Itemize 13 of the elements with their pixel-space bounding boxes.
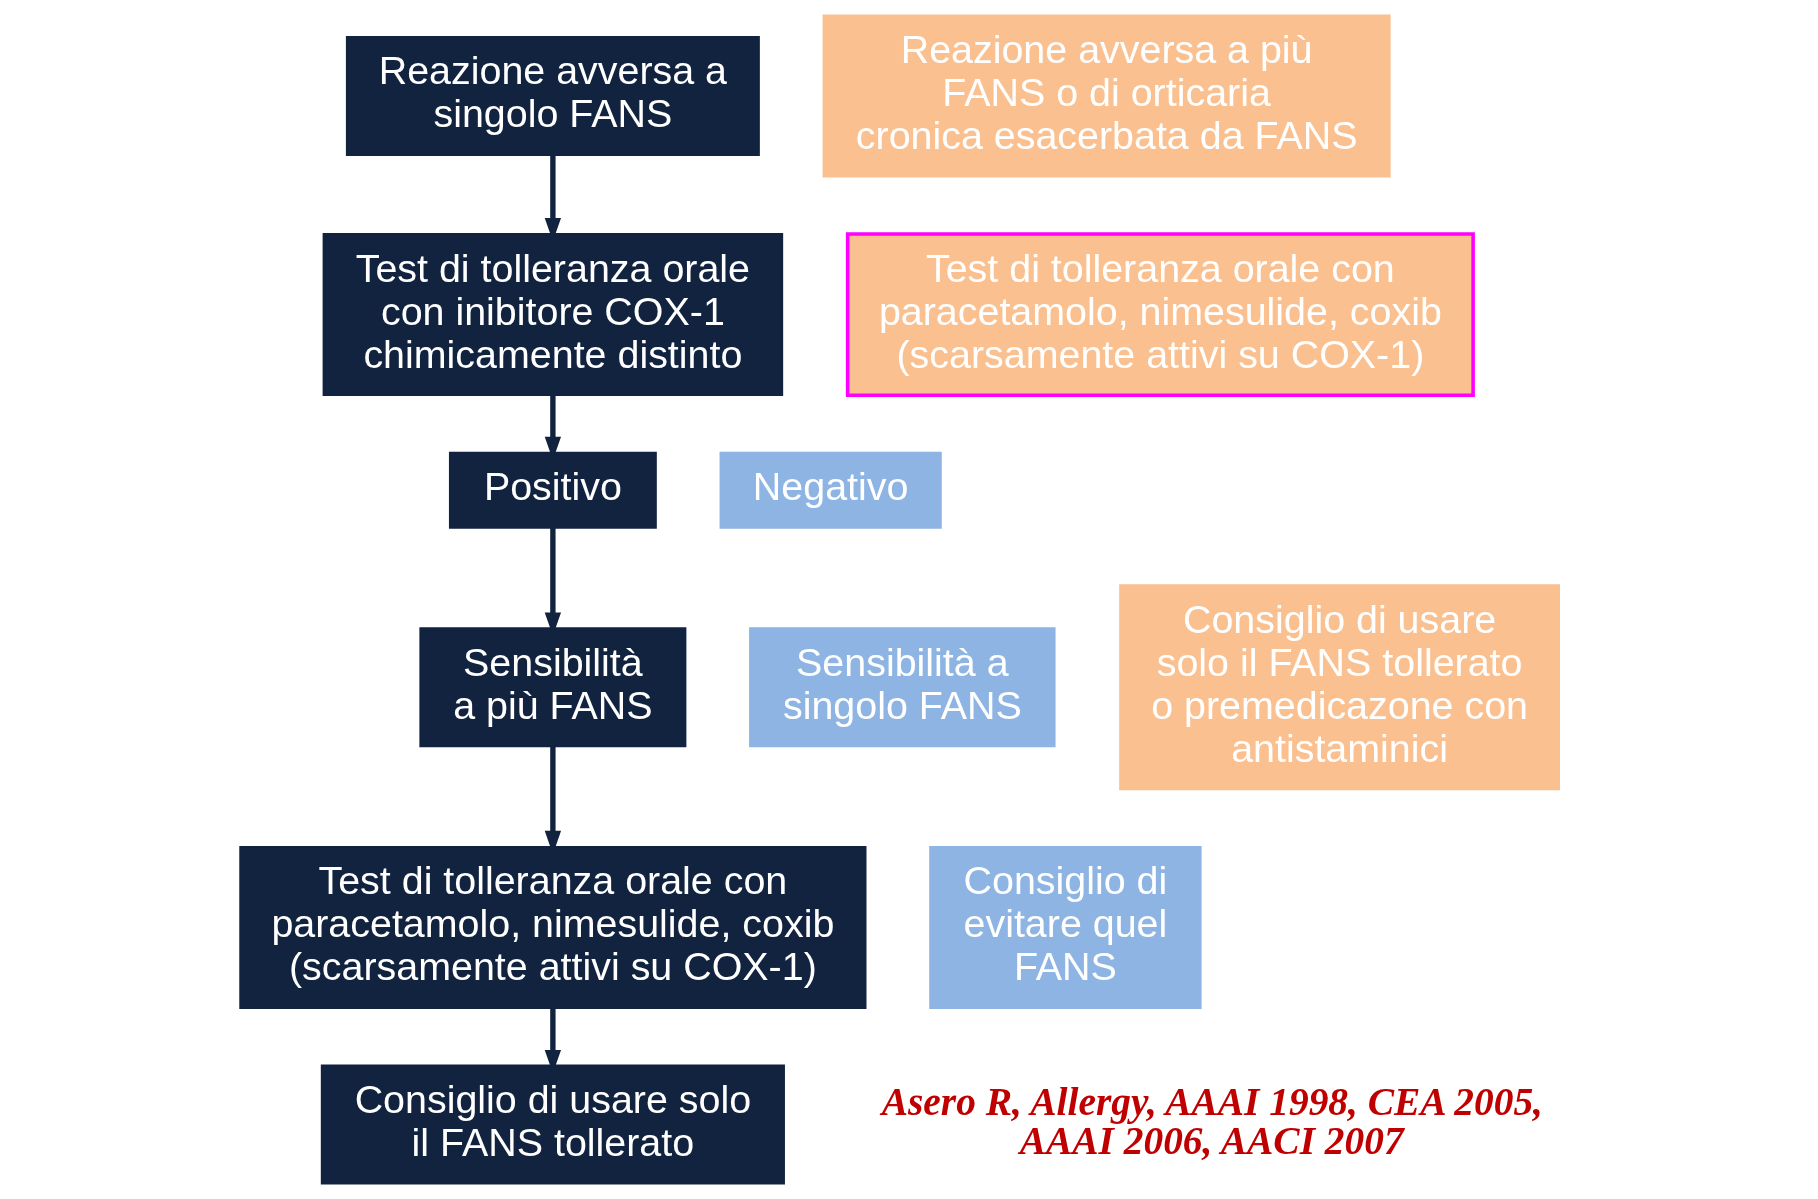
- node-box: Sensibilità a più FANS: [418, 627, 686, 748]
- node-box: Positivo: [448, 451, 657, 529]
- node-box: Consiglio di evitare quel FANS: [928, 845, 1202, 1009]
- label: Asero R, Allergy, AAAI 1998, CEA 2005, AAAI 2006, AACI 2007: [881, 1079, 1543, 1164]
- node-box: Test di tolleranza orale con inibitore COX-1 chimicamente distinto: [322, 233, 783, 397]
- node-box: Negativo: [719, 451, 942, 529]
- node-box: Sensibilità a singolo FANS: [748, 627, 1056, 748]
- node-box: Reazione avversa a singolo FANS: [345, 35, 760, 156]
- node-box: Reazione avversa a più FANS o di orticaria cronica esacerbata da FANS: [822, 14, 1391, 178]
- node-box: Test di tolleranza orale con paracetamolo, nimesulide, coxib (scarsamente attivi su COX-1): [845, 232, 1475, 397]
- node-box: Consiglio di usare solo il FANS tollerato: [320, 1064, 785, 1185]
- node-box: Consiglio di usare solo il FANS tollerato o premedicazone con antistaminici: [1118, 584, 1560, 791]
- node-box: Test di tolleranza orale con paracetamolo, nimesulide, coxib (scarsamente attivi su COX-1): [238, 845, 866, 1009]
